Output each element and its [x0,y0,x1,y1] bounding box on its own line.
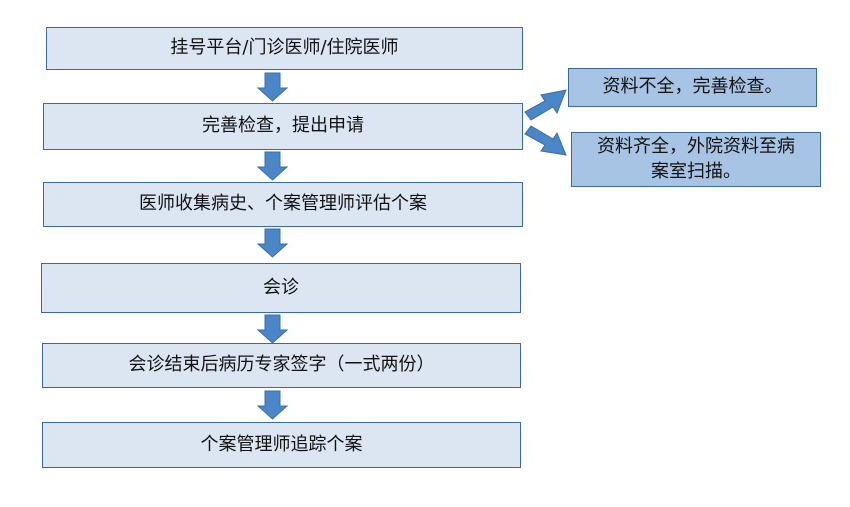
step-registration-label: 挂号平台/门诊医师/住院医师 [170,37,399,59]
branch-incomplete-label: 资料不全，完善检查。 [602,76,783,98]
step-case-tracking-label: 个案管理师追踪个案 [200,433,363,455]
branch-arrow-down [524,125,567,156]
down-arrow-2 [256,151,289,181]
step-complete-exam: 完善检查，提出申请 [43,103,523,150]
branch-incomplete: 资料不全，完善检查。 [568,68,817,107]
branch-arrow-up [524,89,567,121]
step-registration: 挂号平台/门诊医师/住院医师 [46,27,523,70]
step-collect-history-label: 医师收集病史、个案管理师评估个案 [139,193,427,215]
down-arrow-3 [256,228,289,258]
branch-complete: 资料齐全，外院资料至病案室扫描。 [571,132,821,187]
down-arrow-1 [256,72,289,102]
down-arrow-4 [256,314,289,344]
down-arrow-5 [256,390,289,420]
step-consultation-label: 会诊 [263,276,299,298]
step-collect-history: 医师收集病史、个案管理师评估个案 [43,182,523,227]
branch-complete-label: 资料齐全，外院资料至病案室扫描。 [597,136,795,182]
step-consultation: 会诊 [41,263,521,313]
step-expert-signature: 会诊结束后病历专家签字（一式两份） [42,343,521,388]
step-expert-signature-label: 会诊结束后病历专家签字（一式两份） [128,354,435,376]
step-complete-exam-label: 完善检查，提出申请 [202,115,364,137]
step-case-tracking: 个案管理师追踪个案 [42,422,521,468]
